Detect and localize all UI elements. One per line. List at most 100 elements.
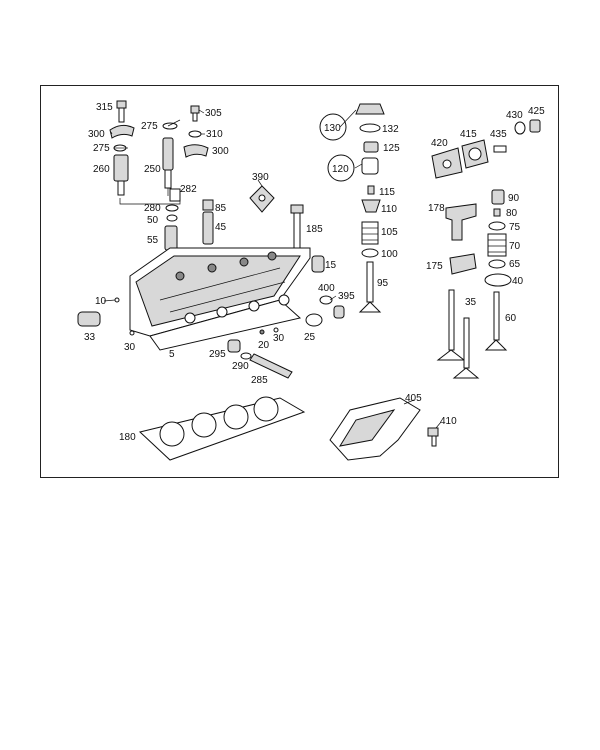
bracket-405 xyxy=(329,397,421,461)
glow-plug-285 xyxy=(249,353,293,379)
label-120: 120 xyxy=(332,164,349,175)
cylinder-head xyxy=(129,247,311,351)
seal-280 xyxy=(165,204,179,212)
label-65: 65 xyxy=(509,259,521,270)
label-185: 185 xyxy=(306,224,323,235)
spring-105 xyxy=(361,221,379,245)
washer-310 xyxy=(188,130,202,138)
label-80: 80 xyxy=(506,208,518,219)
valve-35-a xyxy=(436,289,466,361)
rocker-178 xyxy=(445,203,477,241)
label-30-right: 30 xyxy=(273,333,285,344)
plug-430 xyxy=(514,121,526,135)
ring-50 xyxy=(166,214,178,222)
bracket-420 xyxy=(431,147,463,179)
label-95: 95 xyxy=(377,278,389,289)
label-60: 60 xyxy=(505,313,517,324)
label-75: 75 xyxy=(509,222,521,233)
label-180: 180 xyxy=(119,432,136,443)
part-labels: 315 305 275 310 300 275 300 260 250 282 … xyxy=(84,102,545,443)
label-295: 295 xyxy=(209,349,226,360)
plug-425 xyxy=(529,119,541,133)
label-90: 90 xyxy=(508,193,520,204)
label-178: 178 xyxy=(428,203,445,214)
label-310: 310 xyxy=(206,129,223,140)
spring-70 xyxy=(487,233,507,257)
label-105: 105 xyxy=(381,227,398,238)
dowel-30a xyxy=(129,330,135,336)
seal-125 xyxy=(363,141,379,153)
label-405: 405 xyxy=(405,393,422,404)
label-275-top: 275 xyxy=(141,121,158,132)
label-20: 20 xyxy=(258,340,270,351)
head-gasket-180 xyxy=(138,396,306,461)
label-400: 400 xyxy=(318,283,335,294)
bolt-435 xyxy=(493,145,507,153)
label-5: 5 xyxy=(169,349,175,360)
leader-lines xyxy=(103,109,442,429)
valve-35-b xyxy=(452,317,480,379)
label-40: 40 xyxy=(512,276,524,287)
label-305: 305 xyxy=(205,108,222,119)
sleeve-282 xyxy=(169,188,181,202)
label-395: 395 xyxy=(338,291,355,302)
label-110: 110 xyxy=(381,204,397,215)
label-275-left: 275 xyxy=(93,143,110,154)
seal-25 xyxy=(305,313,323,327)
label-132: 132 xyxy=(382,124,399,135)
label-45: 45 xyxy=(215,222,227,233)
washer-275-top xyxy=(162,122,178,130)
label-300-left: 300 xyxy=(88,129,105,140)
dowel-30b xyxy=(273,327,279,333)
clamp-300-right xyxy=(183,144,209,158)
label-420: 420 xyxy=(431,138,448,149)
label-55: 55 xyxy=(147,235,159,246)
label-435: 435 xyxy=(490,129,507,140)
label-25: 25 xyxy=(304,332,316,343)
dowel-20 xyxy=(259,329,265,335)
label-415: 415 xyxy=(460,129,477,140)
tappet-90 xyxy=(491,189,505,205)
label-300-right: 300 xyxy=(212,146,229,157)
label-10: 10 xyxy=(95,296,107,307)
label-33: 33 xyxy=(84,332,96,343)
plug-395 xyxy=(333,305,345,319)
valve-95 xyxy=(358,261,382,313)
bolt-410 xyxy=(427,427,439,447)
dowel-10 xyxy=(114,297,120,303)
label-115: 115 xyxy=(379,187,395,198)
seat-100 xyxy=(361,248,379,258)
label-70: 70 xyxy=(509,241,521,252)
cover-120 xyxy=(327,154,379,182)
label-50: 50 xyxy=(147,215,159,226)
label-35: 35 xyxy=(465,297,477,308)
retainer-75 xyxy=(488,221,506,231)
injector-260 xyxy=(113,154,129,196)
bolt-185 xyxy=(290,204,304,250)
injector-bolt xyxy=(116,100,127,123)
ring-400 xyxy=(319,295,333,305)
label-15: 15 xyxy=(325,260,337,271)
pump-415 xyxy=(461,139,489,169)
label-425: 425 xyxy=(528,106,545,117)
seat-40 xyxy=(484,273,512,287)
plug-15 xyxy=(311,255,325,273)
injector-clamp-left xyxy=(109,124,135,139)
label-30-left: 30 xyxy=(124,342,136,353)
cover-130 xyxy=(319,103,385,141)
retainer-110 xyxy=(361,199,381,213)
label-260: 260 xyxy=(93,164,110,175)
label-125: 125 xyxy=(383,143,400,154)
guide-45 xyxy=(202,211,214,245)
label-410: 410 xyxy=(440,416,457,427)
valve-keeper-115 xyxy=(367,185,375,195)
keeper-80 xyxy=(493,208,501,217)
label-282: 282 xyxy=(180,184,197,195)
seal-65 xyxy=(488,259,506,269)
label-250: 250 xyxy=(144,164,161,175)
plug-33 xyxy=(77,311,101,327)
bolt-305 xyxy=(190,105,200,122)
label-315: 315 xyxy=(96,102,113,113)
sprocket-390 xyxy=(249,185,275,213)
valve-guide-85 xyxy=(202,199,214,211)
